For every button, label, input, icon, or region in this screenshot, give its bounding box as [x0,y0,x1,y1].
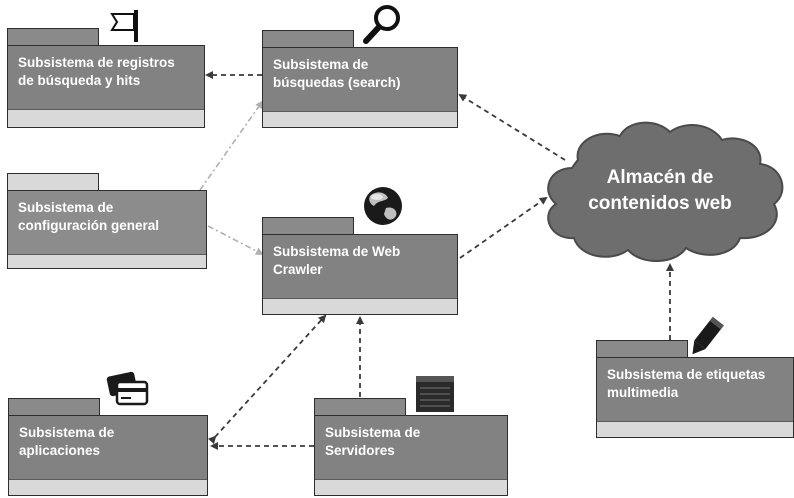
flag-icon [110,10,138,42]
package-body: Subsistema de búsquedas (search) [262,47,458,128]
package-body: Subsistema de etiquetas multimedia [596,357,794,438]
package-title: Subsistema de búsquedas (search) [263,48,457,112]
package-body: Subsistema de registros de búsqueda y hi… [7,45,205,128]
pencil-icon [692,316,724,355]
arrow-apps-crawler [208,314,327,445]
package-search-logs: Subsistema de registros de búsqueda y hi… [7,28,205,128]
arrow-config-to-search [199,100,264,191]
package-tab [8,398,100,416]
credit-card-icon [106,371,149,406]
package-tab [314,398,406,416]
package-web-crawler: Subsistema de Web Crawler [262,217,458,315]
package-tab [7,28,99,46]
package-search: Subsistema de búsquedas (search) [262,30,458,128]
package-tab [7,173,99,191]
web-content-store-cloud [547,121,784,263]
arrow-config-to-crawler [207,225,264,255]
server-icon [416,376,454,412]
package-body: Subsistema de Servidores [314,415,508,496]
package-general-config: Subsistema de configuración general [7,173,207,269]
package-body: Subsistema de aplicaciones [8,415,208,496]
package-title: Subsistema de configuración general [8,191,206,255]
package-multimedia-tags: Subsistema de etiquetas multimedia [596,340,794,438]
package-tab [262,217,354,235]
package-tab [596,340,688,358]
package-body: Subsistema de configuración general [7,190,207,269]
cloud-label: Almacén de contenidos web [588,167,732,214]
package-applications: Subsistema de aplicaciones [8,398,208,496]
package-title: Subsistema de Servidores [315,416,507,480]
package-tab [262,30,354,48]
arrow-crawler-to-store [459,196,548,259]
package-title: Subsistema de Web Crawler [263,235,457,299]
package-title: Subsistema de aplicaciones [9,416,207,480]
package-body: Subsistema de Web Crawler [262,234,458,315]
magnifier-icon [363,5,400,44]
package-servers: Subsistema de Servidores [314,398,508,496]
package-title: Subsistema de registros de búsqueda y hi… [8,46,204,110]
package-title: Subsistema de etiquetas multimedia [597,358,793,422]
globe-icon [364,187,402,225]
arrow-store-to-search [458,93,566,161]
